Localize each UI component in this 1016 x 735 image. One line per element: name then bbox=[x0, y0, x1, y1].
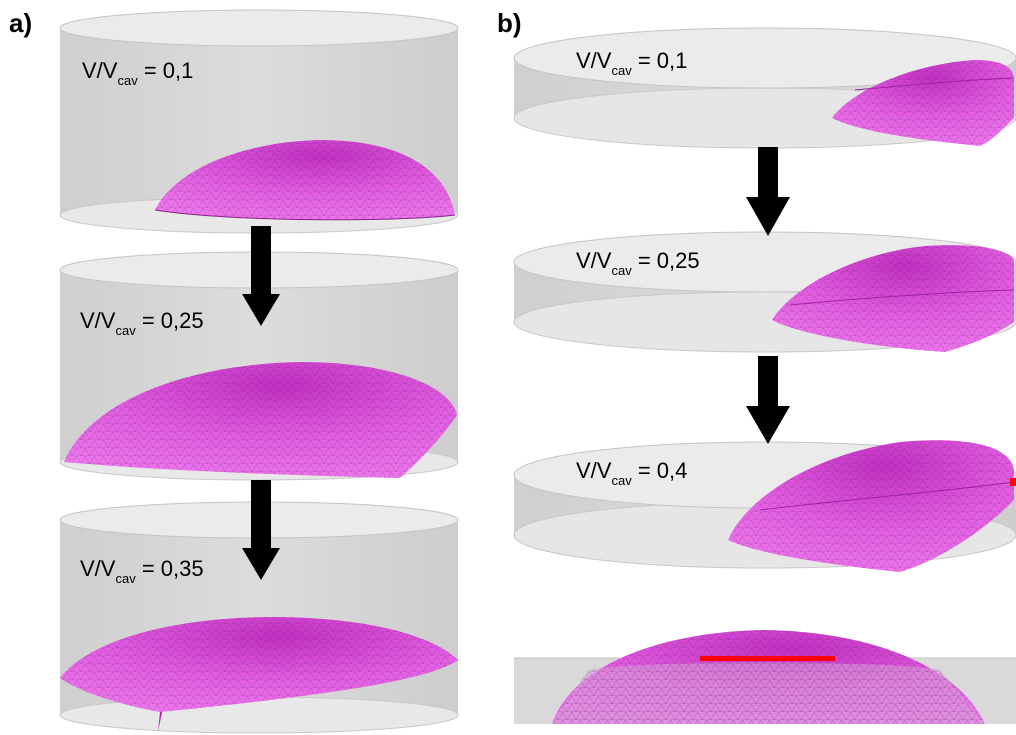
volume-label-value: = 0,4 bbox=[637, 458, 688, 483]
volume-label-subscript: cav bbox=[115, 323, 136, 338]
volume-label-prefix: V/V bbox=[80, 308, 116, 333]
volume-label-a2: V/Vcav = 0,25 bbox=[80, 308, 204, 338]
volume-label-value: = 0,25 bbox=[141, 308, 204, 333]
volume-label-a1: V/Vcav = 0,1 bbox=[82, 58, 194, 88]
volume-label-a3: V/Vcav = 0,35 bbox=[80, 556, 204, 586]
volume-label-value: = 0,25 bbox=[637, 248, 700, 273]
arrow-a2 bbox=[242, 480, 280, 580]
volume-label-subscript: cav bbox=[611, 263, 632, 278]
volume-label-prefix: V/V bbox=[80, 556, 116, 581]
arrow-b2 bbox=[746, 356, 790, 444]
arrow-a1 bbox=[242, 226, 280, 326]
volume-label-subscript: cav bbox=[611, 473, 632, 488]
volume-label-b1: V/Vcav = 0,1 bbox=[576, 48, 688, 78]
droplet-b4 bbox=[552, 630, 985, 724]
volume-label-subscript: cav bbox=[117, 73, 138, 88]
volume-label-subscript: cav bbox=[611, 63, 632, 78]
volume-label-value: = 0,1 bbox=[143, 58, 194, 83]
volume-label-prefix: V/V bbox=[576, 458, 612, 483]
volume-label-value: = 0,1 bbox=[637, 48, 688, 73]
volume-label-b2: V/Vcav = 0,25 bbox=[576, 248, 700, 278]
droplet-a3 bbox=[60, 617, 458, 732]
droplet-b2 bbox=[772, 245, 1015, 352]
panel-b-label: b) bbox=[497, 8, 522, 38]
volume-label-prefix: V/V bbox=[576, 48, 612, 73]
droplet-b3 bbox=[728, 440, 1016, 572]
volume-label-subscript: cav bbox=[115, 571, 136, 586]
volume-label-b3: V/Vcav = 0,4 bbox=[576, 458, 688, 488]
contact-line-b4 bbox=[700, 656, 835, 661]
arrow-b1 bbox=[746, 147, 790, 236]
droplet-a2 bbox=[64, 362, 457, 478]
volume-label-value: = 0,35 bbox=[141, 556, 204, 581]
volume-label-prefix: V/V bbox=[82, 58, 118, 83]
panel-a-label: a) bbox=[9, 8, 33, 38]
droplet-a1 bbox=[154, 140, 456, 221]
droplet-b1 bbox=[832, 60, 1015, 146]
volume-label-prefix: V/V bbox=[576, 248, 612, 273]
